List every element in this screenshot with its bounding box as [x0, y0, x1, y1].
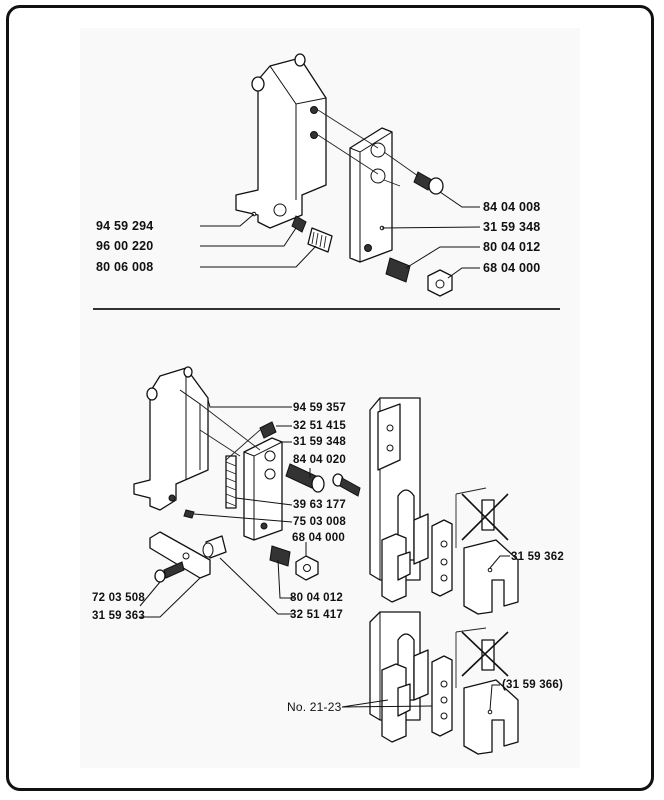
part-label: 75 03 008	[293, 516, 346, 528]
screw-bottom-middle	[332, 473, 361, 497]
screw-84-04-008	[413, 171, 444, 195]
nut-68-04-000	[295, 555, 319, 581]
part-label: 94 59 357	[293, 402, 346, 414]
part-label: 32 51 417	[290, 609, 343, 621]
part-label: 84 04 008	[483, 200, 541, 214]
part-label: 32 51 415	[293, 420, 346, 432]
part-label: 72 03 508	[92, 592, 145, 604]
part-label: 39 63 177	[293, 499, 346, 511]
part-label: 80 04 012	[290, 592, 343, 604]
cutter-detail-31-59-362	[369, 397, 519, 615]
holder-body-94-59-357	[133, 366, 209, 511]
part-label: 31 59 348	[293, 436, 346, 448]
lever-31-59-363	[149, 531, 211, 579]
part-label: 68 04 000	[483, 261, 541, 275]
part-label: 84 04 020	[293, 454, 346, 466]
bottom-leader-lines	[139, 399, 311, 618]
part-label: 31 59 363	[92, 610, 145, 622]
top-leader-lines	[200, 109, 481, 279]
part-label: 31 59 362	[511, 551, 564, 563]
right-leader-lines	[341, 555, 510, 711]
part-label: 68 04 000	[292, 532, 345, 544]
clamp-plate-31-59-348	[349, 127, 393, 263]
group-label: No. 21-23	[287, 700, 342, 714]
clamp-plate-31-59-348	[243, 437, 283, 541]
part-label: 94 59 294	[96, 219, 154, 233]
spring-39-63-177	[225, 455, 237, 509]
part-label: 96 00 220	[96, 239, 154, 253]
page-frame	[6, 5, 654, 791]
part-label: 80 06 008	[96, 260, 154, 274]
set-screw-80-04-012	[269, 545, 291, 567]
cutter-detail-31-59-366	[369, 611, 519, 755]
screw-84-04-020	[285, 463, 325, 493]
screw-75-03-008	[183, 509, 195, 519]
screw-32-51-415	[259, 421, 277, 439]
section-divider	[93, 308, 560, 310]
set-screw-80-06-008	[307, 227, 333, 253]
nut-68-04-000	[427, 269, 453, 297]
sleeve-32-51-417	[202, 535, 227, 559]
part-label: 80 04 012	[483, 240, 541, 254]
part-label: (31 59 366)	[502, 679, 564, 691]
holder-body-94-59-294	[235, 53, 327, 229]
screw-72-03-508	[154, 561, 185, 583]
set-screw-80-04-012	[385, 257, 411, 283]
part-label: 31 59 348	[483, 220, 541, 234]
